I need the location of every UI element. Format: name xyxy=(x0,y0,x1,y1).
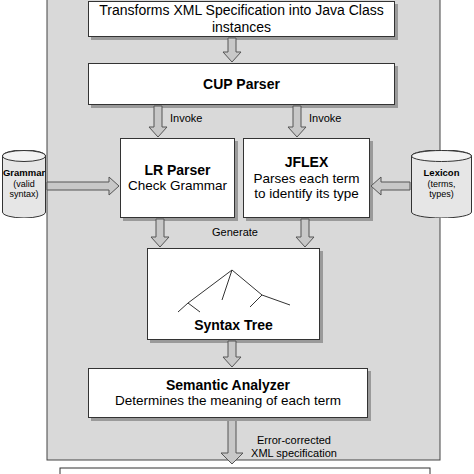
cylinder-body xyxy=(412,150,472,218)
connector-group xyxy=(288,106,306,137)
node-description: (valid syntax) xyxy=(6,179,42,200)
node-description: Check Grammar xyxy=(128,178,227,194)
connector-group xyxy=(296,219,314,247)
process-box: CUP Parser xyxy=(88,63,395,105)
annotation-label: Generate xyxy=(200,226,270,239)
flow-arrow xyxy=(223,341,241,367)
tree-illustration xyxy=(178,270,290,312)
system-panel xyxy=(47,0,440,460)
cylinder-top xyxy=(412,151,472,162)
process-box: Semantic AnalyzerDetermines the meaning … xyxy=(88,368,368,418)
connector-group xyxy=(151,219,169,247)
node-description: Parses each term to identify its type xyxy=(248,171,365,202)
cylinder-top xyxy=(3,151,46,162)
connector-group xyxy=(223,341,241,367)
node-title: Semantic Analyzer xyxy=(166,377,290,393)
flow-arrow xyxy=(288,106,306,137)
edge-label: Invoke xyxy=(309,112,341,125)
output-box xyxy=(60,468,430,474)
node-description: (terms, types) xyxy=(415,179,468,200)
flow-arrow xyxy=(151,219,169,247)
data-store: Grammar(valid syntax) xyxy=(2,150,46,218)
node-title: JFLEX xyxy=(285,154,329,170)
flow-arrow xyxy=(47,177,119,195)
node-description: Determines the meaning of each term xyxy=(115,393,341,409)
data-store: Lexicon(terms, types) xyxy=(411,150,472,218)
node-title: Syntax Tree xyxy=(194,317,273,333)
process-box: Syntax Tree xyxy=(147,248,320,340)
flow-arrow xyxy=(149,106,167,137)
flow-arrow xyxy=(223,38,241,62)
node-title: LR Parser xyxy=(144,162,210,178)
process-box: Transforms XML Specification into Java C… xyxy=(88,1,395,37)
node-title: CUP Parser xyxy=(203,76,280,92)
flow-arrow xyxy=(296,219,314,247)
output-arrow xyxy=(221,419,243,464)
process-box: JFLEXParses each term to identify its ty… xyxy=(243,138,370,218)
node-title: Grammar xyxy=(3,168,45,179)
annotation-label: Error-corrected XML specification xyxy=(248,434,340,459)
cylinder-body xyxy=(3,150,46,218)
connector-group xyxy=(47,177,119,195)
process-box: LR ParserCheck Grammar xyxy=(120,138,235,218)
connector-group xyxy=(371,177,410,195)
flow-arrow xyxy=(371,177,410,195)
edge-label: Invoke xyxy=(170,112,202,125)
connector-group xyxy=(149,106,167,137)
node-title: Lexicon xyxy=(424,168,460,179)
connector-group xyxy=(223,38,241,62)
node-title: Transforms XML Specification into Java C… xyxy=(93,2,390,36)
